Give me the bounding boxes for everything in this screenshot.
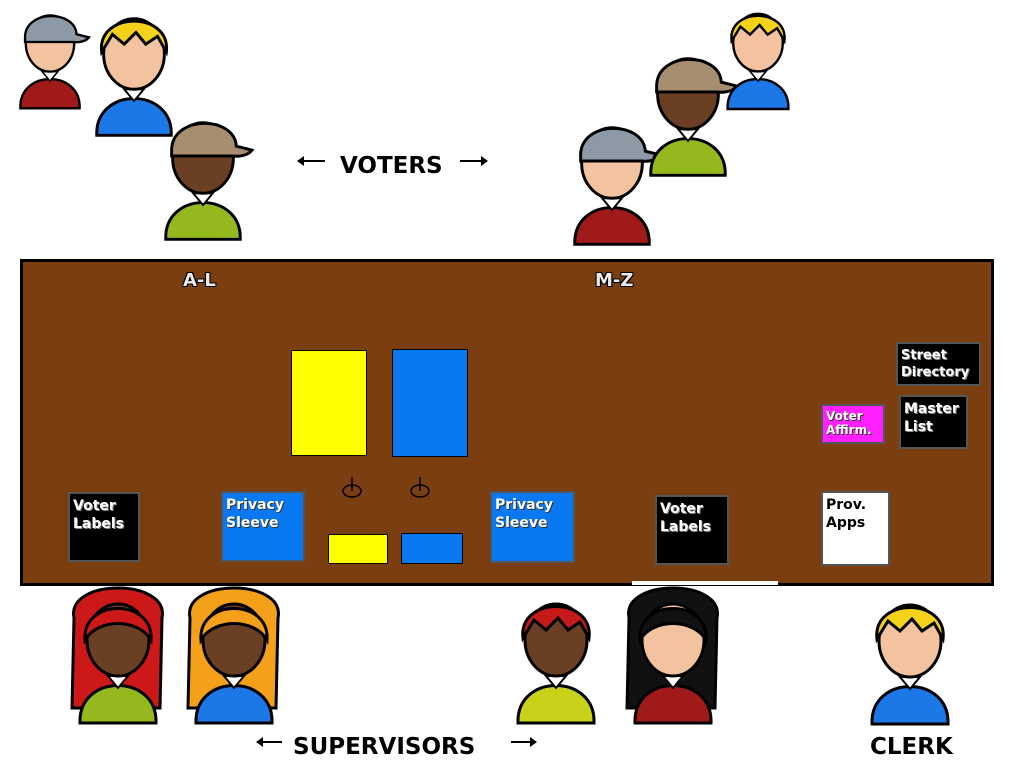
voter-affirm: Voter Affirm. xyxy=(821,404,885,444)
section-label-a-l: A-L xyxy=(183,270,216,291)
stylus-icon-left xyxy=(342,477,362,498)
registration-table: A-L M-Z Voter Labels Privacy Sleeve Priv… xyxy=(20,259,994,586)
stylus-icon-right xyxy=(410,477,430,498)
supervisors-arrow-right xyxy=(511,737,537,747)
voter-figure xyxy=(95,17,173,137)
supervisor-figure xyxy=(625,586,719,725)
table-edge-gap xyxy=(632,581,778,585)
voter-figure xyxy=(573,126,664,246)
supervisor-figure xyxy=(516,602,596,725)
voter-figure xyxy=(19,14,91,110)
voters-caption: VOTERS xyxy=(340,153,443,179)
master-list: Master List xyxy=(899,395,968,449)
clerk-figure xyxy=(870,603,950,726)
supervisors-arrow-left xyxy=(256,737,282,747)
voters-arrow-right xyxy=(460,156,488,166)
ballot-tray-blue xyxy=(401,533,463,564)
section-label-m-z: M-Z xyxy=(595,270,634,291)
prov-apps: Prov. Apps xyxy=(821,491,890,566)
supervisor-figure xyxy=(186,586,280,725)
voter-figure xyxy=(649,57,740,177)
privacy-sleeve-right: Privacy Sleeve xyxy=(490,491,575,563)
ballot-tray-yellow xyxy=(328,534,388,564)
ballot-box-blue xyxy=(392,349,468,457)
voters-arrow-left xyxy=(297,156,325,166)
voter-figure xyxy=(164,121,255,241)
street-directory: Street Directory xyxy=(896,342,981,386)
privacy-sleeve-left: Privacy Sleeve xyxy=(221,491,305,562)
voter-labels-right: Voter Labels xyxy=(655,495,729,565)
voter-figure xyxy=(726,12,790,111)
ballot-box-yellow xyxy=(291,350,367,456)
supervisors-caption: SUPERVISORS xyxy=(293,734,476,760)
supervisor-figure xyxy=(70,586,164,725)
clerk-caption: CLERK xyxy=(870,734,953,760)
voter-labels-left: Voter Labels xyxy=(68,492,140,562)
